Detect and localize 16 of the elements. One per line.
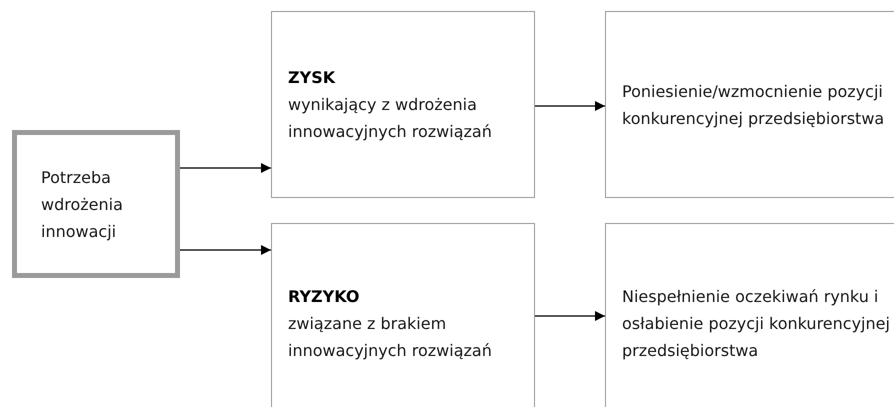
box-text: związane z brakiem innowacyjnych rozwiązań <box>288 312 493 362</box>
start-box <box>12 130 180 278</box>
process-box <box>605 11 894 198</box>
arrow <box>180 245 271 255</box>
box-heading: RYZYKO <box>288 286 360 308</box>
arrow <box>180 163 271 173</box>
box-text: wynikający z wdrożenia innowacyjnych rozwiązań <box>288 94 493 143</box>
arrow <box>535 101 605 111</box>
arrow <box>535 311 605 321</box>
process-box <box>271 223 535 407</box>
process-box <box>605 223 894 407</box>
box-heading: ZYSK <box>288 67 336 89</box>
box-text: Poniesienie/wzmocnienie pozycji konkurencyjnej przedsiębiorstwa <box>622 80 886 130</box>
box-text: Niespełnienie oczekiwań rynku i osłabienie pozycji konkurencyjnej przedsiębiorstwa <box>622 286 891 362</box>
box-text: Potrzeba wdrożenia innowacji <box>41 166 124 242</box>
process-box <box>271 11 535 198</box>
